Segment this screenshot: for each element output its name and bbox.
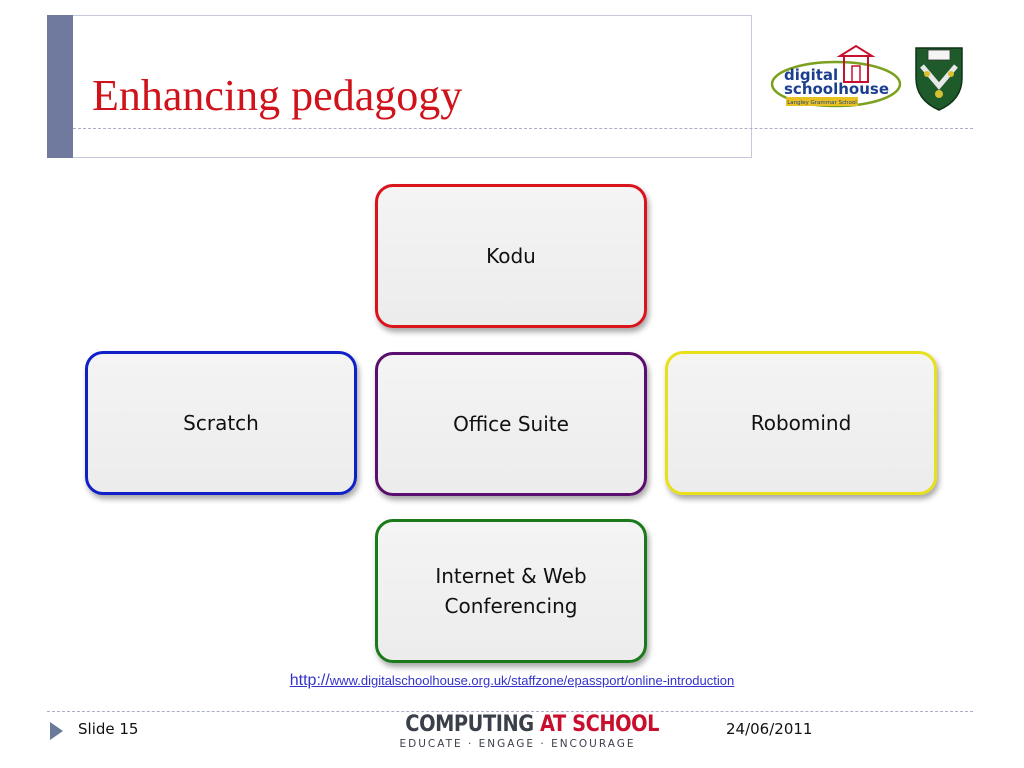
box-office-suite-label: Office Suite	[453, 412, 569, 436]
box-robomind-label: Robomind	[750, 411, 852, 435]
title-accent-bar	[47, 15, 73, 158]
box-office-suite: Office Suite	[375, 352, 647, 496]
slide-title: Enhancing pedagogy	[92, 71, 463, 120]
resource-link[interactable]: http://www.digitalschoolhouse.org.uk/sta…	[0, 672, 1024, 690]
footer-divider	[47, 711, 973, 712]
dsh-school-name: Langley Grammar School	[787, 100, 857, 106]
digital-schoolhouse-logo: digital schoolhouse Langley Grammar Scho…	[770, 44, 902, 108]
slide-number: Slide 15	[78, 720, 139, 738]
resource-link-protocol[interactable]: http://	[289, 672, 330, 689]
cas-word-at-school: AT SCHOOL	[539, 712, 660, 737]
box-scratch: Scratch	[85, 351, 357, 495]
box-robomind: Robomind	[665, 351, 937, 495]
box-kodu: Kodu	[375, 184, 647, 328]
slide-date: 24/06/2011	[726, 720, 813, 738]
box-internet-label: Internet & Web Conferencing	[435, 564, 587, 618]
computing-at-school-logo: COMPUTING AT SCHOOL EDUCATE · ENGAGE · E…	[390, 711, 660, 750]
title-frame	[47, 15, 752, 158]
dsh-word-digital: digital	[784, 66, 838, 84]
play-arrow-icon	[50, 722, 63, 740]
cas-word-computing: COMPUTING	[405, 712, 534, 737]
title-divider	[73, 128, 973, 129]
resource-link-path[interactable]: www.digitalschoolhouse.org.uk/staffzone/…	[329, 673, 735, 688]
box-internet-web-conferencing: Internet & Web Conferencing	[375, 519, 647, 663]
school-crest-logo	[915, 47, 963, 111]
cas-tagline: EDUCATE · ENGAGE · ENCOURAGE	[399, 738, 636, 750]
box-kodu-label: Kodu	[486, 244, 536, 268]
dsh-word-schoolhouse: schoolhouse	[784, 80, 889, 98]
box-scratch-label: Scratch	[183, 411, 259, 435]
